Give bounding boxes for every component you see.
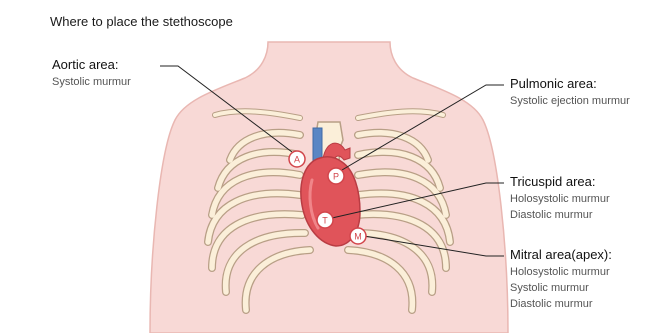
marker-pulmonic-label: P	[333, 172, 339, 182]
tricuspid-area-murmur-1: Holosystolic murmur	[510, 191, 610, 207]
tricuspid-area-murmur-2: Diastolic murmur	[510, 207, 610, 223]
label-pulmonic-area: Pulmonic area: Systolic ejection murmur	[510, 77, 630, 109]
marker-aortic-label: A	[294, 155, 300, 165]
mitral-area-murmur-2: Systolic murmur	[510, 280, 612, 296]
tricuspid-area-name: Tricuspid area:	[510, 175, 610, 188]
marker-mitral: M	[350, 228, 366, 244]
marker-tricuspid: T	[317, 212, 333, 228]
aortic-area-name: Aortic area:	[52, 58, 131, 71]
marker-pulmonic: P	[328, 168, 344, 184]
mitral-area-murmur-3: Diastolic murmur	[510, 296, 612, 312]
marker-mitral-label: M	[354, 232, 362, 242]
marker-tricuspid-label: T	[322, 216, 328, 226]
mitral-area-murmur-1: Holosystolic murmur	[510, 264, 612, 280]
mitral-area-name: Mitral area(apex):	[510, 248, 612, 261]
label-aortic-area: Aortic area: Systolic murmur	[52, 58, 131, 90]
aortic-area-murmur: Systolic murmur	[52, 74, 131, 90]
pulmonic-area-murmur: Systolic ejection murmur	[510, 93, 630, 109]
pulmonic-area-name: Pulmonic area:	[510, 77, 630, 90]
label-tricuspid-area: Tricuspid area: Holosystolic murmur Dias…	[510, 175, 610, 223]
marker-aortic: A	[289, 151, 305, 167]
label-mitral-area: Mitral area(apex): Holosystolic murmur S…	[510, 248, 612, 312]
